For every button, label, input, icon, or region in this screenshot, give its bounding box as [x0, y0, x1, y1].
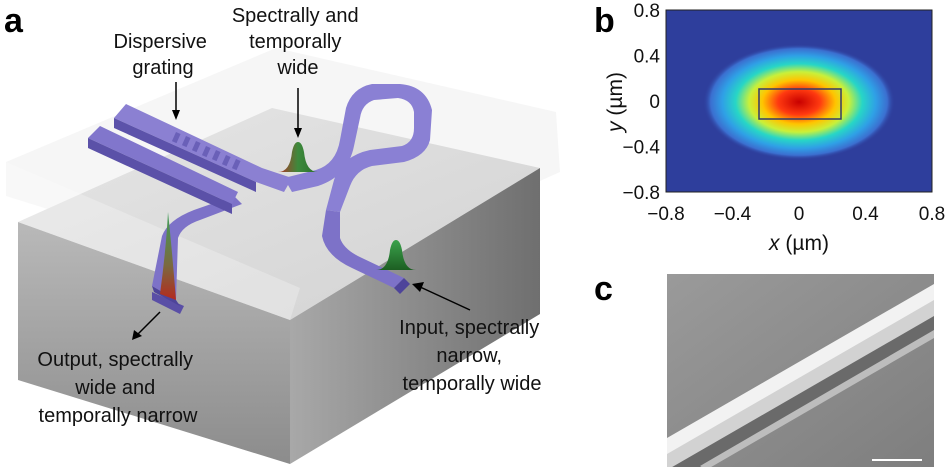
panel-b-mode-plot: b −0.8 −0.4 0 0.4 0.8 0.8 0.4 0 −0.4 −0.8 x (µm)…	[594, 1, 945, 255]
panel-label-b: b	[594, 2, 615, 40]
annotation-arrows	[132, 82, 471, 340]
sem-waveguide-ridge-outer	[667, 298, 934, 467]
grating-teeth	[171, 132, 241, 171]
waveguide-core-outline	[758, 88, 842, 120]
waveguide	[88, 84, 432, 314]
waveguide-arm-upper	[88, 126, 238, 204]
x-axis-title: x (µm)	[768, 232, 829, 255]
wide-pulse	[278, 142, 318, 172]
x-tick-label: 0	[794, 204, 805, 225]
label-spectrally-temporally-wide: Spectrally and temporally wide	[232, 5, 364, 79]
label-input: Input, spectrally narrow, temporally wid…	[399, 317, 545, 395]
input-pulse	[376, 240, 416, 270]
y-tick-label: −0.8	[622, 183, 660, 204]
panel-a-schematic: a Dispersive grating Spectrally and temp…	[4, 2, 560, 464]
sem-waveguide-shadow	[672, 316, 934, 467]
output-pulse-spike	[160, 212, 176, 300]
panel-label-a: a	[4, 2, 24, 40]
x-tick-label: 0.4	[852, 204, 879, 225]
panel-label-c: c	[594, 270, 613, 308]
x-tick-label: −0.4	[714, 204, 752, 225]
mode-field-intensity	[703, 44, 895, 160]
y-axis-title: y (µm)	[604, 72, 627, 134]
sem-waveguide-ridge-highlight	[667, 284, 934, 454]
y-tick-label: −0.4	[622, 138, 660, 159]
substrate-left-side	[18, 222, 290, 464]
y-tick-labels: 0.8 0.4 0 −0.4 −0.8	[622, 1, 660, 204]
panel-c-sem-image: c	[594, 270, 934, 467]
waveguide-grating-arm	[114, 104, 292, 192]
y-tick-label: 0.8	[634, 1, 660, 22]
x-tick-labels: −0.8 −0.4 0 0.4 0.8	[647, 204, 945, 225]
x-tick-label: 0.8	[919, 204, 945, 225]
y-tick-label: 0	[649, 92, 660, 113]
sem-grating-edge	[700, 330, 934, 467]
x-tick-label: −0.8	[647, 204, 685, 225]
y-tick-label: 0.4	[634, 47, 661, 68]
waveguide-output-branch	[152, 196, 242, 300]
cladding-front	[6, 162, 300, 320]
waveguide-loop	[284, 84, 432, 212]
label-dispersive-grating: Dispersive grating	[114, 31, 213, 79]
substrate-top	[18, 108, 540, 320]
substrate-right-side	[290, 168, 540, 464]
label-output: Output, spectrally wide and temporally n…	[37, 349, 198, 427]
